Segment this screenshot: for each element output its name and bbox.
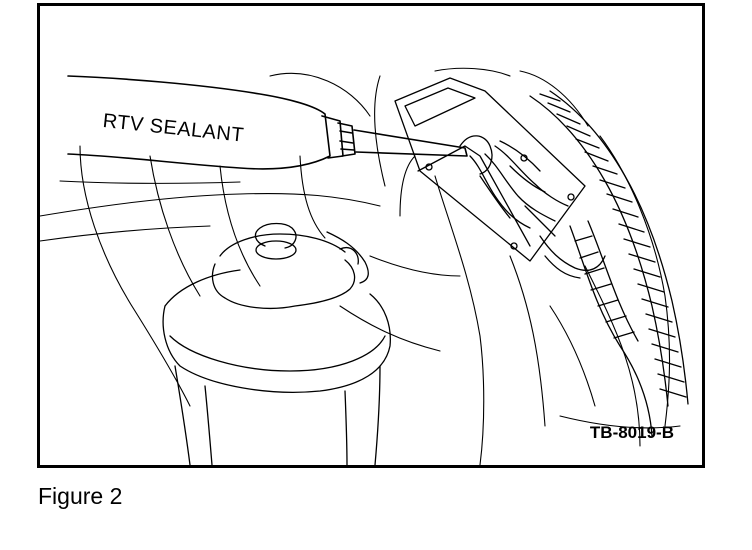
illustration-frame: RTV SEALANT TB-8019-B [37, 3, 705, 468]
wire-conduit [529, 90, 689, 437]
line-drawing [40, 67, 689, 465]
filler-cap [162, 222, 391, 465]
figure-caption: Figure 2 [38, 483, 123, 509]
figure-code: TB-8019-B [589, 423, 674, 442]
sealant-tube [67, 75, 468, 170]
wiring-connector [394, 77, 606, 279]
